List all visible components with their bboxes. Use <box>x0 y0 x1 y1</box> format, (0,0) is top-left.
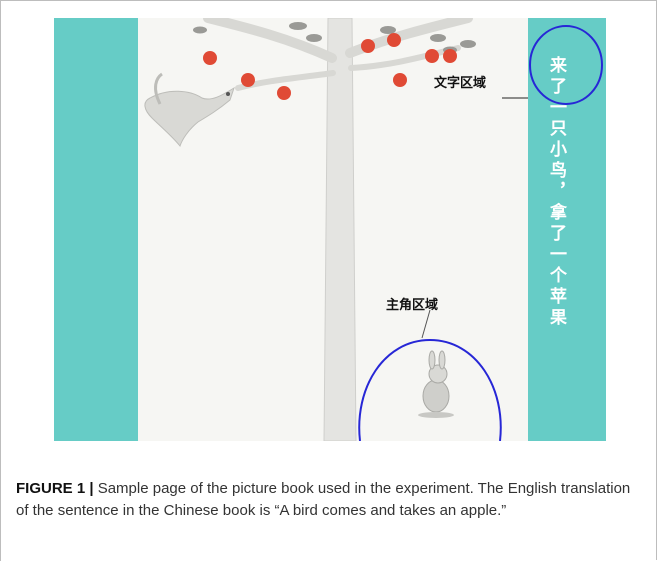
protagonist-leader-line <box>421 309 431 339</box>
leaf <box>460 40 476 48</box>
protagonist-region-circle <box>358 338 502 441</box>
apple <box>203 51 217 65</box>
figure-caption-tag: FIGURE 1 | <box>16 480 94 497</box>
protagonist-region-label: 主角区域 <box>386 298 439 313</box>
illustration-page <box>138 18 528 441</box>
annotation-circles <box>358 25 603 441</box>
tree-trunk <box>323 18 357 441</box>
branch-left-upper <box>203 18 337 63</box>
figure-caption-text: Sample page of the picture book used in … <box>16 480 631 519</box>
apple <box>387 33 401 47</box>
figure-caption: FIGURE 1 | Sample page of the picture bo… <box>16 478 636 522</box>
apple <box>425 49 439 63</box>
leaf <box>289 22 307 30</box>
leaf <box>430 34 446 42</box>
vertical-chinese-sentence: 来了一只小鸟，拿了一个苹果 <box>546 56 566 329</box>
apple <box>277 86 291 100</box>
apple <box>393 73 407 87</box>
text-region-label: 文字区域 <box>434 76 487 91</box>
column-rule <box>0 542 1 561</box>
apple <box>443 49 457 63</box>
bird-illustration <box>144 72 235 148</box>
apple <box>361 39 375 53</box>
picture-book-page-image: 文字区域 主角区域 来了一只小鸟，拿了一个苹果 <box>54 18 606 441</box>
leaf <box>380 26 396 34</box>
leaf <box>193 26 207 34</box>
apple <box>241 73 255 87</box>
tree-illustration <box>144 18 528 441</box>
leaf <box>306 34 322 42</box>
text-region-circle <box>529 25 603 105</box>
rabbit-illustration <box>418 350 454 418</box>
